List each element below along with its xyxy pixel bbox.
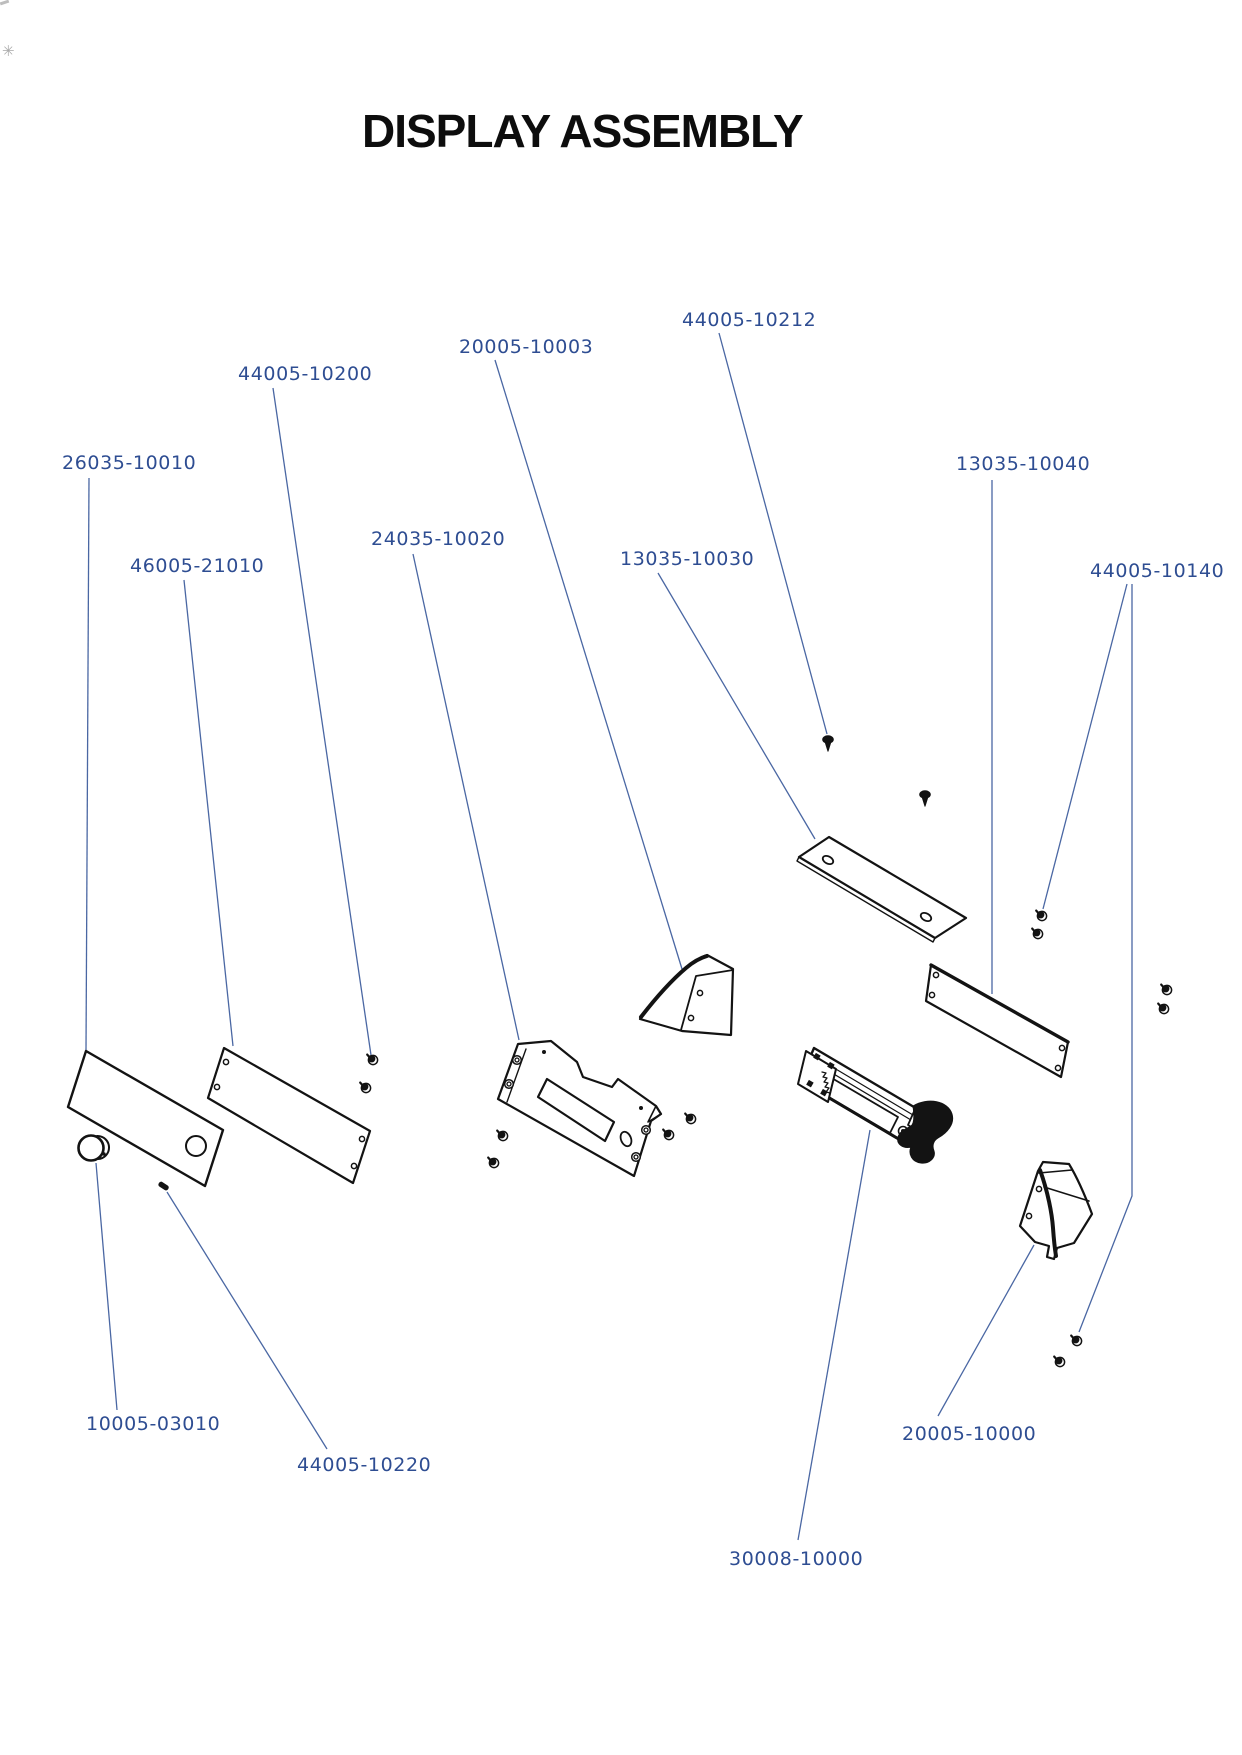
part-number-label-13035-10040: 13035-10040 <box>956 453 1091 475</box>
leader-line-20005-10000 <box>937 1244 1035 1417</box>
panel-hole <box>185 1135 207 1157</box>
hex-screw <box>487 1156 500 1169</box>
leader-line-44005-10140 <box>1078 584 1133 1333</box>
panel-hole <box>222 1058 230 1066</box>
part-number-label-20005-10000: 20005-10000 <box>902 1423 1037 1445</box>
part-number-label-24035-10020: 24035-10020 <box>371 528 506 550</box>
latch-hook <box>897 1100 954 1164</box>
hex-screw <box>1157 1002 1170 1015</box>
part-number-label-44005-10220: 44005-10220 <box>297 1454 432 1476</box>
part-knob <box>77 1134 110 1162</box>
page-title: DISPLAY ASSEMBLY <box>362 105 804 157</box>
leader-line-10005-03010 <box>95 1162 118 1411</box>
part-display-bracket <box>496 1039 663 1178</box>
oval-hole <box>619 1130 633 1148</box>
watermark-asterisk-icon: ✳ <box>2 43 15 60</box>
part-back-panel <box>206 1046 372 1185</box>
hex-screw <box>1053 1355 1066 1368</box>
panel-hole <box>358 1135 366 1143</box>
part-number-label-30008-10000: 30008-10000 <box>729 1548 864 1570</box>
part-lower-strip <box>924 963 1070 1079</box>
display-cutout <box>536 1077 616 1143</box>
panel-hole <box>350 1162 358 1170</box>
part-number-label-13035-10030: 13035-10030 <box>620 548 755 570</box>
part-number-label-10005-03010: 10005-03010 <box>86 1413 221 1435</box>
leader-line-26035-10010 <box>85 477 90 1051</box>
part-set-screw <box>158 1181 169 1191</box>
spring-coil <box>821 1071 831 1094</box>
part-number-label-26035-10010: 26035-10010 <box>62 452 197 474</box>
hex-screw <box>1070 1334 1083 1347</box>
part-number-label-44005-10200: 44005-10200 <box>238 363 373 385</box>
knob-set-dot <box>102 1152 106 1156</box>
leader-line-44005-10200 <box>272 387 372 1056</box>
part-number-label-44005-10140: 44005-10140 <box>1090 560 1225 582</box>
leader-line-44005-10140 <box>1042 583 1128 910</box>
part-front-panel <box>66 1049 225 1188</box>
leader-lines-layer <box>85 332 1133 1541</box>
hex-screw <box>366 1053 379 1066</box>
panel-hole <box>213 1083 221 1091</box>
hex-screw <box>662 1128 675 1141</box>
part-right-cover-wedge <box>1018 1160 1094 1261</box>
flathead-screw <box>919 790 931 807</box>
hex-screw <box>1035 909 1048 922</box>
part-left-cover-wedge <box>638 953 735 1037</box>
leader-line-46005-21010 <box>183 579 234 1047</box>
hex-screws-layer <box>359 909 1173 1368</box>
leader-line-44005-10212 <box>718 332 828 735</box>
hex-screw <box>1031 927 1044 940</box>
part-number-label-46005-21010: 46005-21010 <box>130 555 265 577</box>
leader-line-20005-10003 <box>494 359 683 970</box>
hex-screw <box>359 1081 372 1094</box>
part-flathead-screws <box>822 735 931 807</box>
hex-screw <box>1160 983 1173 996</box>
part-upper-strip <box>796 835 968 943</box>
part-number-label-44005-10212: 44005-10212 <box>682 309 817 331</box>
leader-line-44005-10220 <box>166 1191 328 1450</box>
part-number-label-20005-10003: 20005-10003 <box>459 336 594 358</box>
flathead-screw <box>822 735 834 752</box>
hex-screw <box>684 1112 697 1125</box>
part-latch-assembly <box>797 1046 954 1164</box>
leader-line-24035-10020 <box>412 553 520 1041</box>
hex-screw <box>496 1129 509 1142</box>
leader-line-13035-10030 <box>657 572 816 840</box>
leader-line-30008-10000 <box>797 1129 871 1541</box>
